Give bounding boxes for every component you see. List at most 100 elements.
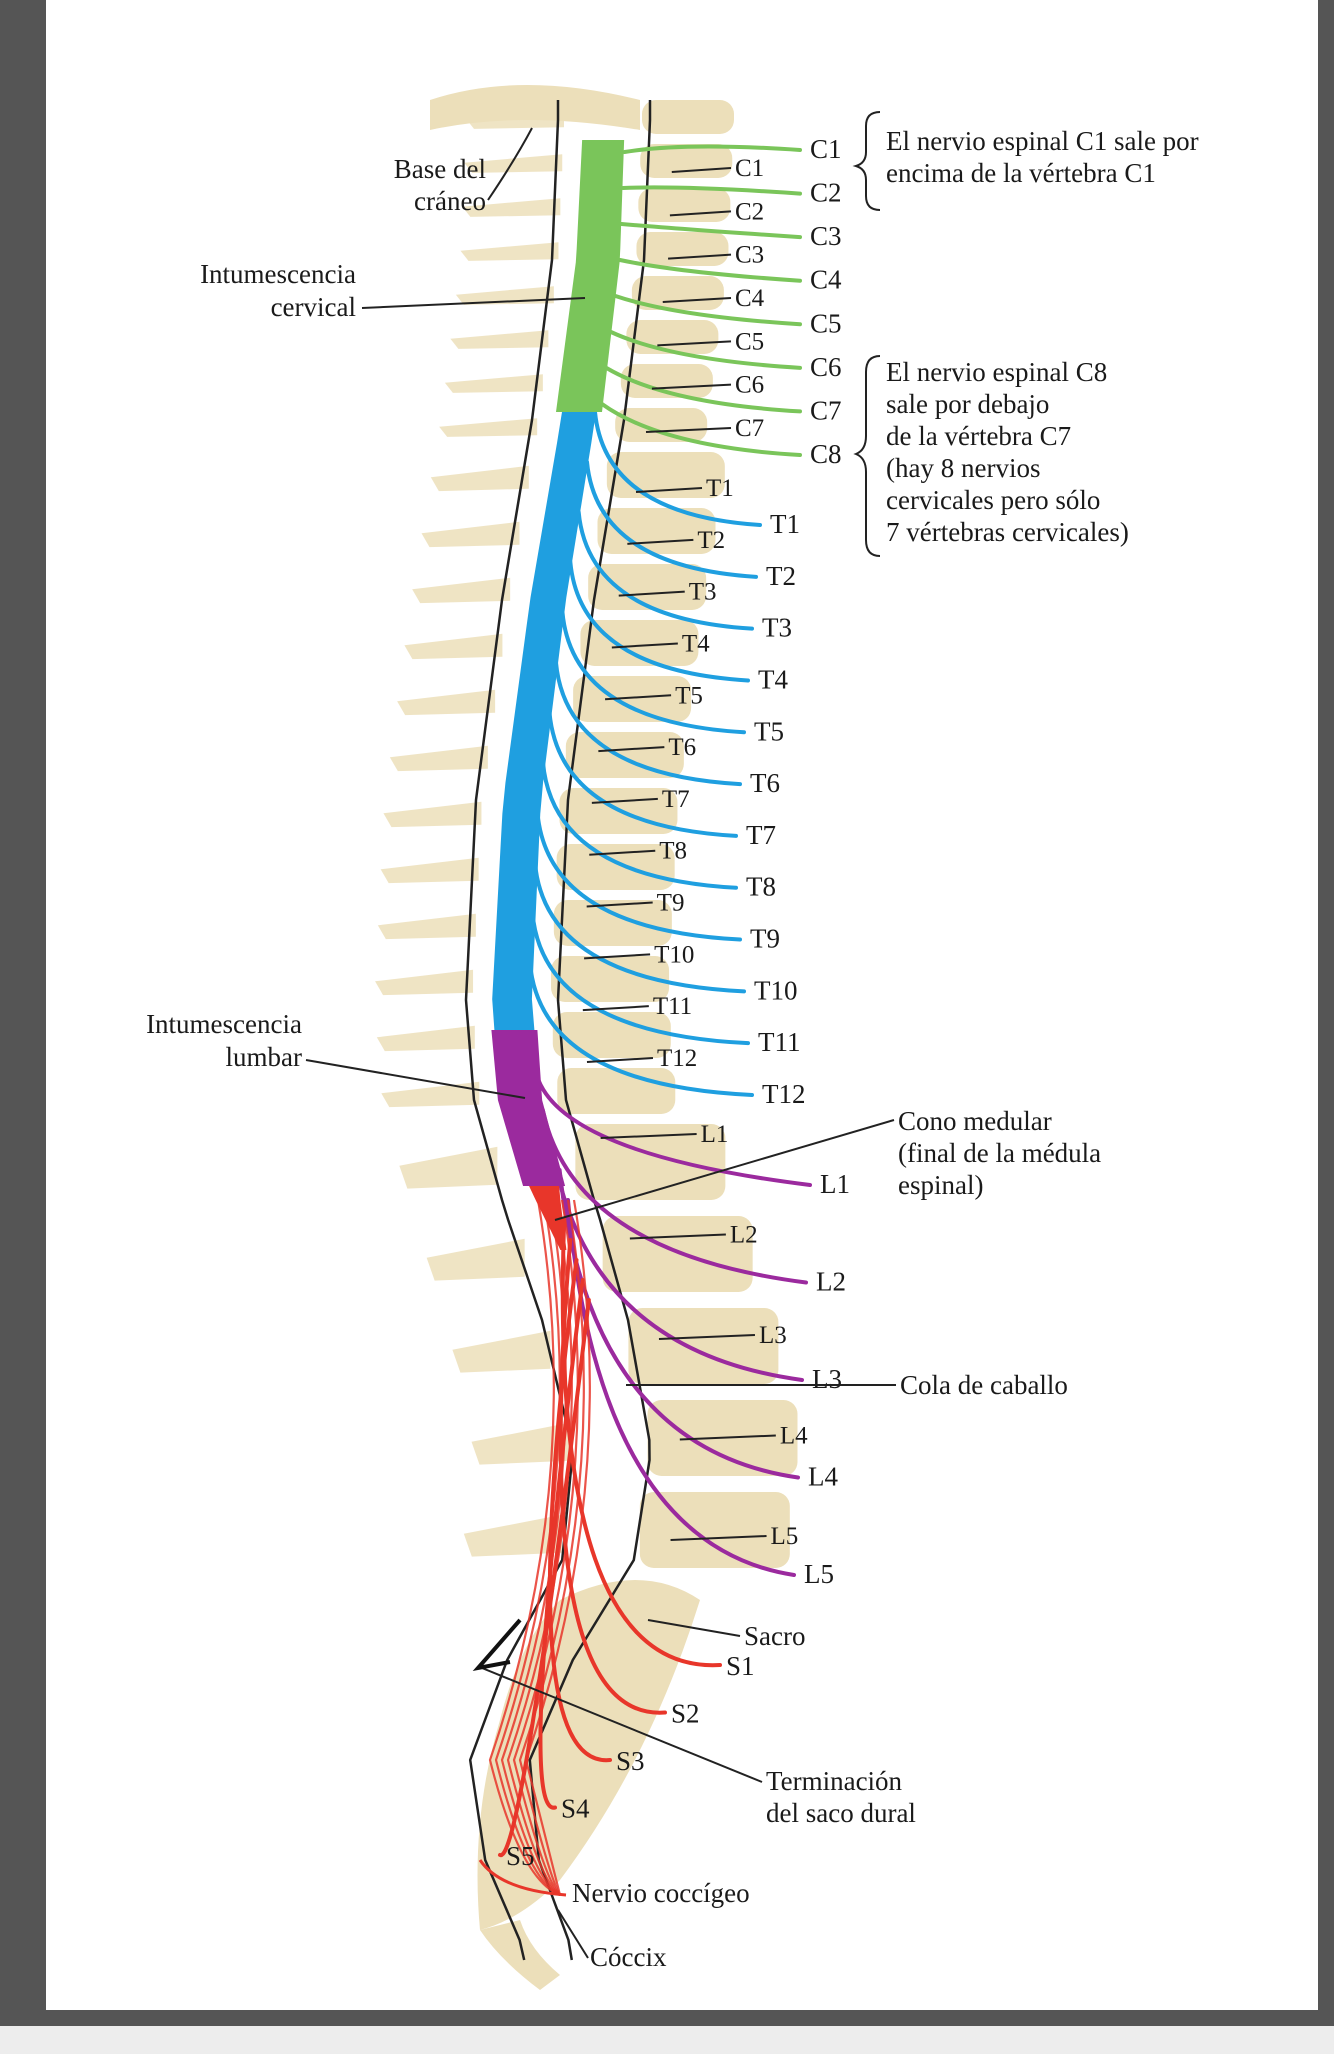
label-nervio-coccigeo: Nervio coccígeo	[572, 1878, 750, 1908]
vertebra-leader-t7	[591, 797, 658, 804]
nerve-root-t11	[530, 910, 750, 1046]
annotation-base-craneo: Base del cráneo	[394, 127, 533, 216]
vertebra-leader-c7	[645, 427, 732, 433]
vertebra-leader-t3	[618, 590, 685, 597]
nerve-label-t8: T8	[746, 872, 776, 902]
label-c8-note-3: de la vértebra C7	[886, 421, 1071, 451]
vertebra-leader-t11	[582, 1005, 649, 1012]
vertebral-body	[631, 276, 724, 310]
spinous-process	[381, 1081, 480, 1108]
vertebra-leader-t2	[627, 538, 694, 545]
vertebral-body	[580, 620, 699, 666]
nerve-label-t11: T11	[758, 1027, 801, 1057]
annotation-intumescencia-lumbar: Intumescencia lumbar	[146, 1009, 526, 1099]
nerve-label-l4: L4	[808, 1462, 838, 1492]
leader-base-craneo	[487, 127, 533, 201]
spinal-nerves	[478, 144, 812, 1897]
nerve-label-l3: L3	[812, 1364, 842, 1394]
vertebra-label-t3: T3	[689, 579, 717, 606]
label-terminacion-1: Terminación	[766, 1766, 903, 1796]
vertebra-label-c2: C2	[735, 198, 764, 225]
nerve-label-t1: T1	[770, 509, 800, 539]
vertebra-label-t12: T12	[657, 1045, 697, 1072]
nerve-label-t5: T5	[754, 716, 784, 746]
label-base-del: Base del	[394, 154, 486, 184]
nerve-root-c6	[609, 330, 802, 370]
coccygeal-nerve	[478, 1859, 567, 1897]
vertebra-label-t6: T6	[668, 734, 696, 761]
nerve-label-t9: T9	[750, 924, 780, 954]
spinous-process	[421, 521, 520, 548]
nerve-root-t9	[535, 810, 742, 942]
cauda-equina-strand	[518, 1199, 585, 1896]
spinous-process	[430, 465, 529, 492]
vertebra-label-t2: T2	[697, 527, 725, 554]
vertebra-leader-c6	[651, 383, 732, 390]
nerve-label-l2: L2	[816, 1267, 846, 1297]
label-intumescencia-lumbar-1: Intumescencia	[146, 1009, 302, 1039]
label-coccix: Cóccix	[590, 1942, 667, 1972]
nerve-root-t5	[560, 610, 746, 735]
annotation-cono-medular: Cono medular (final de la médula espinal…	[554, 1106, 1101, 1221]
cord-cervical-segment	[556, 140, 625, 412]
nerve-label-t10: T10	[754, 975, 798, 1005]
label-c8-note-4: (hay 8 nervios	[886, 453, 1040, 483]
vertebra-leader-l2	[629, 1233, 726, 1240]
vertebral-body	[615, 408, 708, 442]
annotation-nervio-coccigeo: Nervio coccígeo	[572, 1878, 750, 1908]
label-sacro: Sacro	[744, 1621, 805, 1651]
nerve-label-t12: T12	[762, 1079, 806, 1109]
vertebra-leader-t5	[605, 694, 672, 701]
dural-sac-end-mark	[472, 1618, 522, 1672]
label-cono-medular-2: (final de la médula	[898, 1138, 1101, 1168]
canal-left-wall	[464, 100, 574, 1961]
label-intumescencia-cervical-2: cervical	[271, 292, 356, 322]
spinous-process	[380, 857, 479, 884]
spinous-process	[397, 689, 496, 716]
vertebra-leader-t4	[611, 642, 678, 649]
spinous-process	[376, 1025, 475, 1052]
cauda-equina-strand	[500, 1199, 567, 1896]
annotation-c8-note: El nervio espinal C8 sale por debajo de …	[853, 355, 1129, 557]
vertebra-leader-t6	[598, 746, 665, 753]
vertebra-label-t11: T11	[653, 993, 692, 1020]
nerve-label-c4: C4	[810, 265, 842, 295]
vertebral-body	[552, 1012, 671, 1058]
vertebra-label-t8: T8	[659, 838, 687, 865]
vertebral-body	[626, 320, 719, 354]
annotation-intumescencia-cervical: Intumescencia cervical	[200, 259, 586, 322]
spinous-process	[463, 1514, 562, 1557]
nerve-root-s3	[547, 1258, 612, 1763]
nerve-root-t12	[527, 960, 754, 1097]
label-cola-caballo: Cola de caballo	[900, 1370, 1068, 1400]
nerve-label-t2: T2	[766, 561, 796, 591]
annotation-coccix: Cóccix	[557, 1909, 667, 1972]
vertebra-leader-l3	[658, 1334, 755, 1340]
nerve-label-s5: S5	[506, 1841, 535, 1871]
nerve-root-t8	[540, 760, 738, 890]
spinous-process	[462, 198, 561, 217]
nerve-label-c8: C8	[810, 439, 842, 469]
nerve-root-c3	[619, 222, 802, 240]
label-c8-note-5: cervicales pero sólo	[886, 485, 1100, 515]
spinous-process	[439, 418, 538, 437]
spinous-process	[460, 242, 559, 261]
label-c8-note-6: 7 vértebras cervicales)	[886, 517, 1129, 547]
label-craneo: cráneo	[414, 186, 486, 216]
nerve-root-c8	[600, 402, 802, 457]
spinous-process	[399, 1146, 498, 1189]
vertebra-leader-t12	[586, 1057, 654, 1063]
label-c1-note-1: El nervio espinal C1 sale por	[886, 126, 1199, 156]
nerve-root-t10	[532, 860, 746, 994]
vertebral-body	[556, 844, 675, 890]
label-c8-note-2: sale por debajo	[886, 389, 1049, 419]
cauda-equina-strand	[488, 1199, 561, 1897]
nerve-label-t7: T7	[746, 820, 776, 850]
nerve-label-s3: S3	[616, 1746, 645, 1776]
leader-sacro	[647, 1619, 741, 1637]
spinous-process	[383, 801, 482, 828]
cauda-equina-strand	[506, 1199, 573, 1896]
leader-coccix	[557, 1909, 589, 1959]
annotation-cola-caballo: Cola de caballo	[626, 1370, 1068, 1400]
vertebral-body	[639, 1492, 790, 1568]
